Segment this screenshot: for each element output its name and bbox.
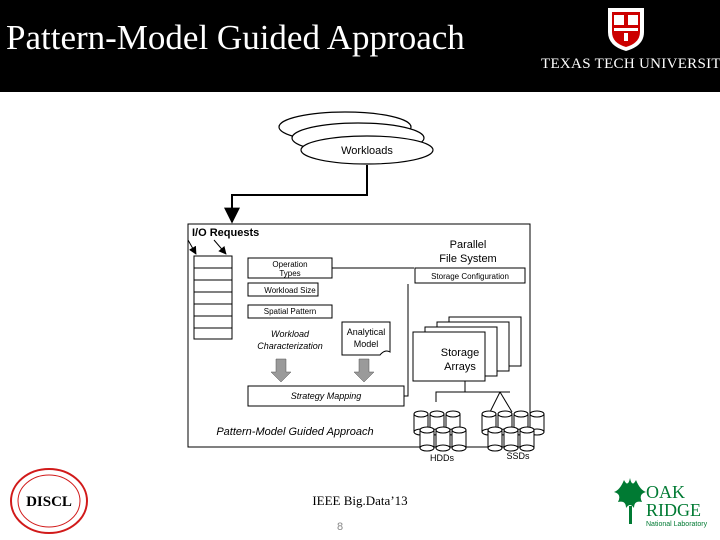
architecture-diagram: Workloads I/O Requests Parallel File Sys… (187, 111, 545, 463)
down-arrow-right (353, 358, 375, 383)
strategy-mapping-label: Strategy Mapping (291, 391, 362, 401)
ttu-seal-icon (608, 8, 644, 51)
storage-fan-line (435, 381, 466, 402)
ornl-national-lab-text: National Laboratory (646, 521, 708, 528)
analytical-model-line2: Model (354, 339, 379, 349)
ornl-oak-text: OAK (646, 482, 685, 502)
hdds-label: HDDs (430, 453, 454, 463)
storage-arrays-stack (412, 316, 522, 382)
workload-size-box (247, 282, 319, 297)
title-bar: Pattern-Model Guided Approach TEXAS TECH… (0, 0, 720, 92)
ornl-ridge-text: RIDGE (646, 500, 701, 520)
spatial-pattern-box (247, 304, 333, 319)
workloads-label: Workloads (341, 145, 393, 157)
ssd-group (481, 410, 545, 452)
analytical-model-shape (341, 321, 391, 356)
discl-logo-icon: DISCL (10, 468, 88, 534)
operation-types-line2: Types (279, 269, 300, 278)
strategy-to-storage-line (404, 284, 409, 397)
conference-label: IEEE Big.Data’13 (312, 493, 408, 508)
storage-configuration-box (414, 267, 526, 284)
operation-types-line1: Operation (272, 260, 307, 269)
storage-arrays-line1: Storage (441, 347, 480, 359)
workload-size-label: Workload Size (264, 286, 316, 295)
parallel-fs-line2: File System (439, 253, 496, 265)
slide-title: Pattern-Model Guided Approach (6, 18, 465, 57)
ssds-label: SSDs (506, 451, 530, 461)
io-requests-box (187, 223, 531, 448)
ornl-logo-icon: OAK RIDGE National Laboratory (614, 478, 708, 528)
spatial-pattern-label: Spatial Pattern (264, 307, 316, 316)
workloads-arrow (224, 165, 368, 224)
page-number: 8 (336, 521, 344, 533)
discl-logo-text: DISCL (26, 494, 72, 510)
approach-label: Pattern-Model Guided Approach (216, 426, 373, 438)
request-queue (193, 255, 233, 340)
workload-char-line1: Workload (271, 329, 310, 339)
storage-configuration-label: Storage Configuration (431, 272, 509, 281)
university-wordmark: TEXAS TECH UNIVERSITY (541, 56, 720, 72)
analytical-model-line1: Analytical (347, 327, 386, 337)
workload-char-line2: Characterization (257, 341, 323, 351)
hdd-group (413, 410, 467, 452)
parallel-fs-line1: Parallel (450, 239, 487, 251)
workloads-stack: Workloads (278, 111, 434, 165)
down-arrow-left (270, 358, 292, 383)
storage-arrays-line2: Arrays (444, 361, 476, 373)
io-requests-label: I/O Requests (192, 227, 259, 239)
